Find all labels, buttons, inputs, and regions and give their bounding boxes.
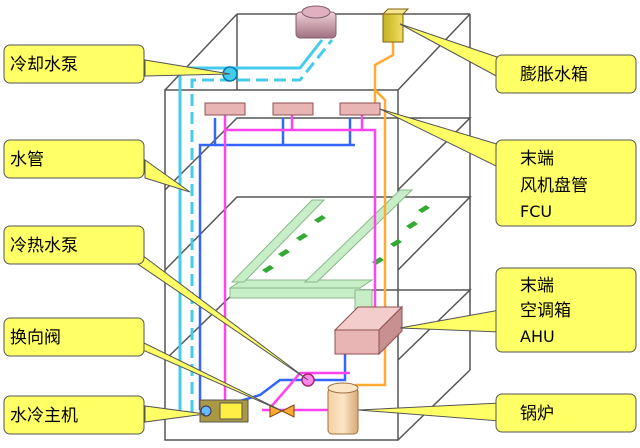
label-reversing-valve: 换向阀 [10, 328, 61, 348]
label-cooling-pump: 冷却水泵 [10, 55, 78, 75]
label-boiler: 锅炉 [520, 404, 554, 424]
callout-hot-cold-pump: 冷热水泵 [3, 225, 309, 381]
callout-water-pipe: 水管 [3, 139, 191, 193]
label-hot-cold-pump: 冷热水泵 [10, 236, 78, 256]
label-water-pipe: 水管 [10, 150, 44, 170]
callout-ahu: 末端 空调箱 AHU [399, 267, 637, 353]
return-water-pipes [223, 112, 377, 412]
roof-fan [295, 5, 337, 39]
callout-reversing-valve: 换向阀 [3, 317, 283, 412]
callout-water-chiller: 水冷主机 [3, 395, 206, 435]
callout-boiler: 锅炉 [357, 393, 637, 433]
label-fcu-line1: 末端 [520, 149, 554, 169]
label-ahu-line2: 空调箱 [520, 301, 571, 321]
expansion-pipes [355, 38, 395, 387]
callout-expansion-tank: 膨胀水箱 [399, 23, 637, 94]
label-water-chiller: 水冷主机 [10, 406, 78, 426]
boiler [327, 382, 359, 435]
callout-cooling-pump: 冷却水泵 [3, 44, 231, 84]
ahu-unit [333, 305, 404, 356]
label-fcu-line3: FCU [520, 202, 552, 221]
water-chiller [199, 399, 249, 423]
label-expansion-tank: 膨胀水箱 [520, 65, 588, 85]
cooling-water-pipes [178, 39, 334, 412]
label-fcu-line2: 风机盘管 [520, 176, 588, 196]
callout-fcu: 末端 风机盘管 FCU [379, 108, 637, 227]
expansion-tank [381, 8, 410, 43]
duct-diffusers [262, 205, 430, 273]
label-ahu-line1: 末端 [520, 276, 554, 296]
label-ahu-line3: AHU [520, 327, 555, 346]
fan-coil-units [204, 102, 381, 116]
